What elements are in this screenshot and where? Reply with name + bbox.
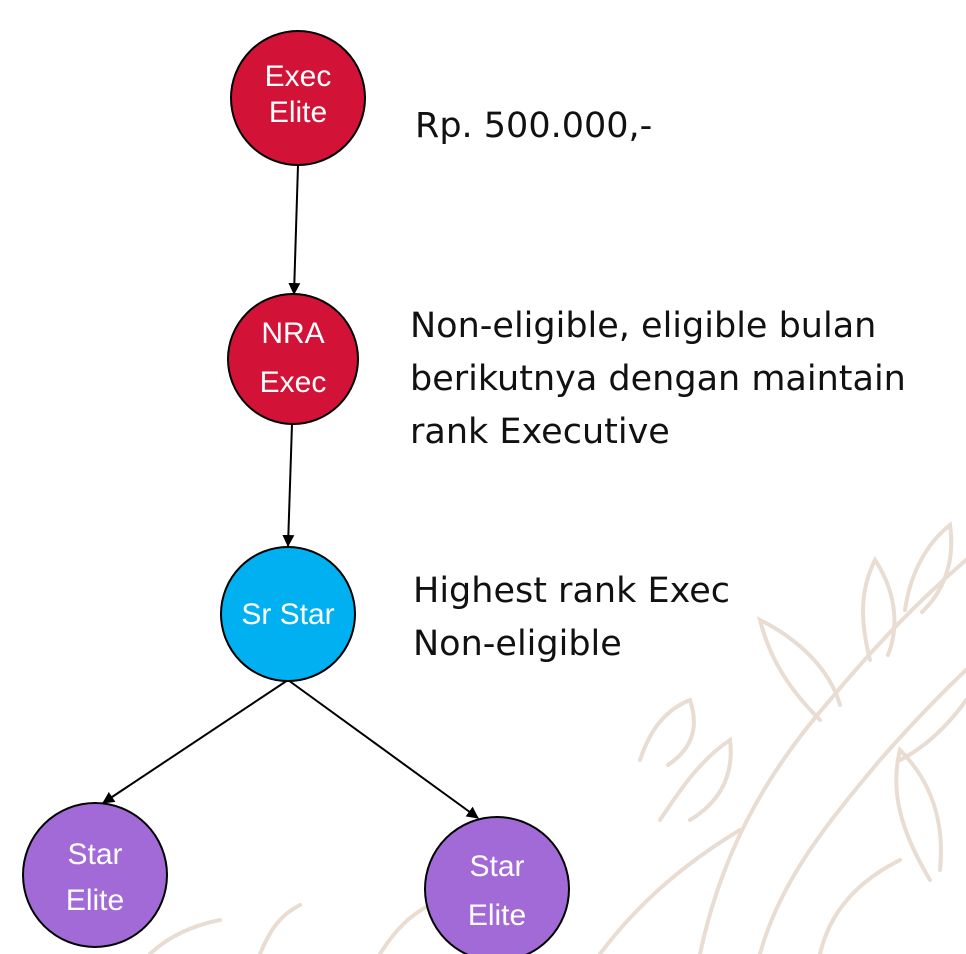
edge-exec-elite-to-nra-exec bbox=[288, 164, 301, 295]
node-sr-star: Sr Star bbox=[220, 546, 356, 682]
node-nra-exec: NRA Exec bbox=[227, 293, 359, 425]
node-star-elite-left-label-line1: Star bbox=[67, 838, 122, 871]
note-nra-exec-line1: Non-eligible, eligible bulan bbox=[410, 306, 877, 346]
node-star-elite-right-label-line1: Star bbox=[469, 850, 524, 883]
edge-sr-star-to-star-elite-left bbox=[102, 679, 289, 804]
node-exec-elite: Exec Elite bbox=[230, 30, 366, 166]
note-sr-star-line1: Highest rank Exec bbox=[413, 571, 730, 611]
node-star-elite-right: Star Elite bbox=[424, 816, 570, 954]
note-nra-exec-line3: rank Executive bbox=[410, 412, 670, 452]
node-nra-exec-label-line1: NRA bbox=[261, 317, 324, 350]
note-nra-exec: Non-eligible, eligible bulan berikutnya … bbox=[410, 300, 906, 459]
edge-sr-star-to-star-elite-right bbox=[287, 679, 479, 819]
edge-nra-exec-to-sr-star bbox=[282, 423, 295, 547]
note-nra-exec-line2: berikutnya dengan maintain bbox=[410, 359, 906, 399]
node-exec-elite-label-line1: Exec bbox=[265, 60, 332, 93]
note-exec-elite: Rp. 500.000,- bbox=[415, 100, 652, 153]
node-star-elite-left: Star Elite bbox=[22, 802, 168, 948]
note-sr-star: Highest rank Exec Non-eligible bbox=[413, 565, 730, 671]
node-exec-elite-label-line2: Elite bbox=[269, 96, 327, 129]
botanical-watermark bbox=[148, 521, 966, 954]
node-sr-star-label: Sr Star bbox=[241, 598, 334, 631]
node-nra-exec-label-line2: Exec bbox=[260, 366, 327, 399]
node-star-elite-right-label-line2: Elite bbox=[468, 899, 526, 932]
node-star-elite-left-label-line2: Elite bbox=[66, 884, 124, 917]
note-exec-elite-line1: Rp. 500.000,- bbox=[415, 106, 653, 146]
note-sr-star-line2: Non-eligible bbox=[413, 624, 622, 664]
